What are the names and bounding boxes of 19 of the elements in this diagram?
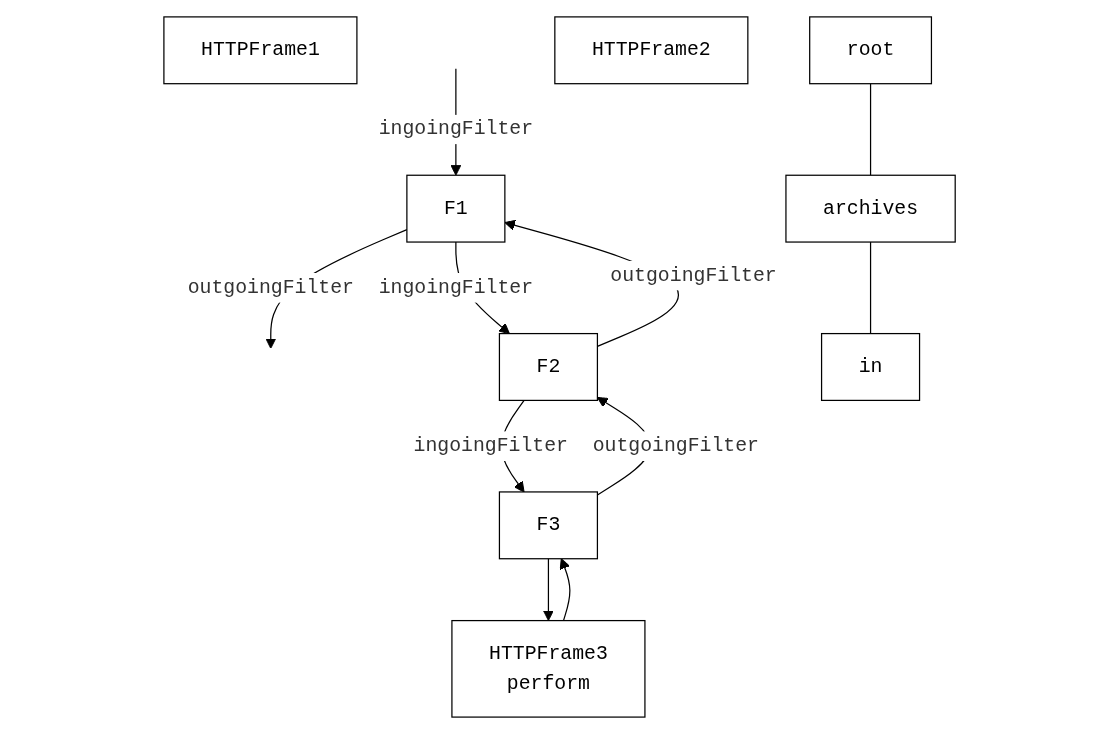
node-box: F3 xyxy=(499,491,599,560)
arrow xyxy=(543,558,555,622)
edge-label: ingoingFilter xyxy=(379,276,534,299)
node-box: HTTPFrame3 perform xyxy=(451,619,646,718)
node-box: in xyxy=(821,332,921,401)
edge-label: ingoingFilter xyxy=(413,435,569,458)
arrow xyxy=(560,558,571,622)
connector xyxy=(870,83,872,176)
edge-label: outgoingFilter xyxy=(610,264,778,287)
edge-label: ingoingFilter xyxy=(379,118,534,141)
node-box: archives xyxy=(785,174,957,243)
node-box: HTTPFrame2 xyxy=(554,16,749,85)
node-box: HTTPFrame1 xyxy=(163,16,358,85)
edge-label: outgoingFilter xyxy=(188,276,355,299)
node-box: F1 xyxy=(406,174,506,243)
node-box: root xyxy=(809,16,933,85)
connector xyxy=(870,241,872,335)
node-box: F2 xyxy=(499,332,599,401)
edge-label: outgoingFilter xyxy=(593,435,760,458)
